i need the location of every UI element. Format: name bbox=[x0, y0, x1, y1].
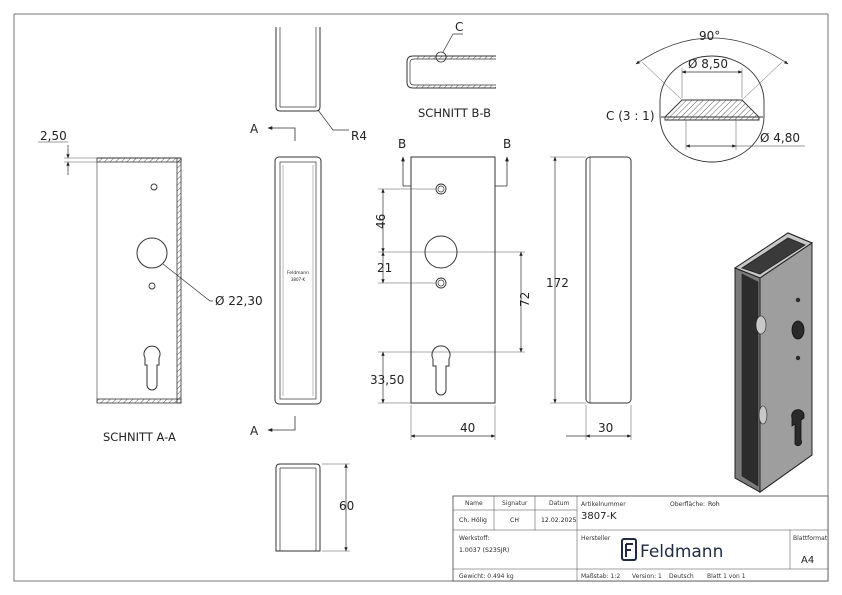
side-view: 172 30 bbox=[546, 156, 632, 440]
cylinder-cutout bbox=[143, 345, 161, 391]
dim-depth: 30 bbox=[598, 421, 613, 435]
dim-corner-radius: R4 bbox=[351, 129, 367, 143]
product-mark-article: 3807-K bbox=[291, 277, 306, 282]
detail-marker-c: C bbox=[455, 20, 463, 34]
tb-header-datum: Datum bbox=[549, 500, 569, 507]
dim-width: 40 bbox=[460, 421, 475, 435]
tb-header-blattformat: Blattformat bbox=[793, 535, 828, 542]
bottom-profile-view: 60 bbox=[275, 463, 354, 552]
section-b-b-title: SCHNITT B-B bbox=[418, 106, 491, 120]
detail-c-view: 90° Ø 8,50 Ø 4,80 C (3 : 1) bbox=[606, 29, 805, 163]
tb-value-artikel: 3807-K bbox=[581, 511, 617, 522]
tb-massstab: Maßstab: 1:2 bbox=[581, 573, 620, 580]
dim-height: 172 bbox=[546, 276, 569, 290]
top-profile-view: R4 bbox=[275, 27, 367, 143]
tb-version: Version: 1 bbox=[632, 573, 662, 580]
tb-gewicht: Gewicht: 0.494 kg bbox=[459, 573, 514, 580]
large-hole bbox=[136, 237, 168, 269]
dim-countersink-angle: 90° bbox=[699, 29, 720, 43]
tb-header-hersteller: Hersteller bbox=[581, 535, 611, 542]
feldmann-logo-icon bbox=[621, 538, 637, 561]
detail-c-title: C (3 : 1) bbox=[606, 109, 655, 123]
section-b-b-view: C SCHNITT B-B bbox=[406, 20, 496, 120]
section-a-a-title: SCHNITT A-A bbox=[103, 430, 176, 444]
title-block: Name Signatur Datum Ch. Hölig CH 12.02.2… bbox=[452, 495, 829, 582]
tb-value-blattformat: A4 bbox=[801, 555, 814, 566]
tb-value-datum: 12.02.2025 bbox=[541, 517, 576, 524]
dim-cylinder-distance: 72 bbox=[518, 292, 532, 307]
section-arrow-a-top: A bbox=[250, 122, 259, 136]
dim-hole-distance-46: 46 bbox=[374, 214, 388, 229]
sheet-border bbox=[13, 13, 829, 582]
tb-value-oberflaeche: Roh bbox=[708, 501, 720, 508]
tb-sprache: Deutsch bbox=[669, 573, 694, 580]
tb-header-signatur: Signatur bbox=[502, 500, 528, 507]
tb-value-werkstoff: 1.0037 (S235JR) bbox=[459, 547, 509, 554]
section-arrow-b-right: B bbox=[503, 137, 511, 151]
tb-header-artikel: Artikelnummer bbox=[581, 501, 626, 508]
isometric-view bbox=[733, 232, 814, 493]
tb-blatt: Blatt 1 von 1 bbox=[707, 573, 746, 580]
dim-cylinder-offset: 33,50 bbox=[370, 373, 404, 387]
section-arrow-a-bottom: A bbox=[250, 424, 259, 438]
dim-wall-thickness: 2,50 bbox=[40, 129, 67, 143]
tb-header-werkstoff: Werkstoff: bbox=[459, 535, 490, 542]
dim-hole-diameter: Ø 22,30 bbox=[215, 294, 263, 308]
tb-header-name: Name bbox=[465, 500, 483, 507]
front-narrow-view: Feldmann 3807-K A A bbox=[250, 122, 322, 438]
product-mark-brand: Feldmann bbox=[287, 270, 309, 276]
tb-company-name: Feldmann bbox=[640, 542, 723, 562]
dim-bottom-depth: 60 bbox=[339, 499, 354, 513]
tb-header-oberflaeche: Oberfläche: bbox=[670, 501, 705, 508]
tb-value-signatur: CH bbox=[510, 517, 519, 524]
dim-countersink-inner: Ø 4,80 bbox=[760, 131, 800, 145]
section-a-a-view: 2,50 Ø 22,30 SCHNITT A-A bbox=[38, 129, 263, 444]
dim-hole-distance-21: 21 bbox=[377, 261, 392, 275]
tb-value-name: Ch. Hölig bbox=[459, 517, 487, 524]
dim-countersink-outer: Ø 8,50 bbox=[688, 57, 728, 71]
section-arrow-b-left: B bbox=[398, 137, 406, 151]
main-front-view: B B 46 21 33,50 72 40 bbox=[370, 137, 532, 440]
